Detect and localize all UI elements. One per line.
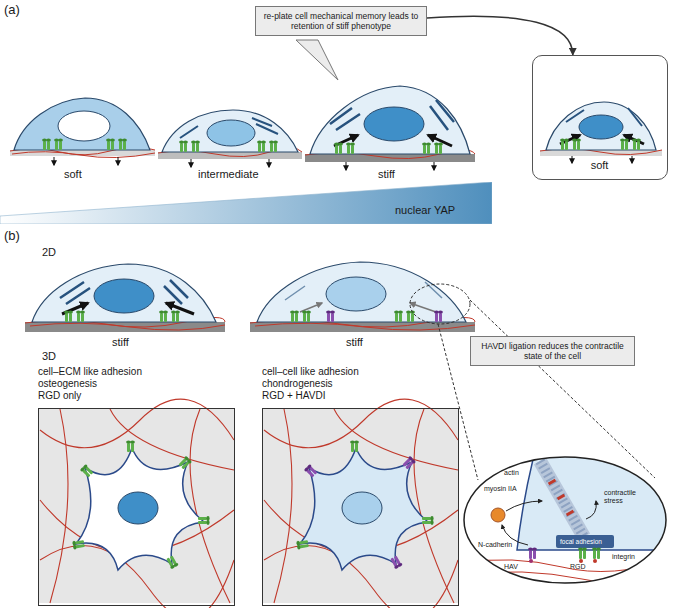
stiff-cell bbox=[305, 86, 475, 170]
inset-outline bbox=[462, 455, 668, 585]
node-text: actin bbox=[504, 469, 519, 477]
node-text: RGD only bbox=[38, 390, 238, 402]
replated-cell bbox=[540, 102, 662, 163]
node-text: contractile stress bbox=[604, 489, 648, 505]
node-text: focal adhesion bbox=[560, 538, 602, 546]
replate-box: soft bbox=[532, 55, 668, 180]
panel-label: (a) bbox=[4, 2, 20, 17]
soft-cell bbox=[10, 98, 155, 165]
panel-frame bbox=[38, 408, 235, 606]
callout-box: HAVDI ligation reduces the contractile s… bbox=[470, 336, 635, 366]
callout-box: re-plate cell mechanical memory leads to… bbox=[255, 6, 427, 36]
adhesion-inset bbox=[462, 455, 672, 584]
callout-tail bbox=[296, 40, 338, 80]
node-text: cell–cell like adhesion bbox=[262, 366, 462, 378]
matrix-3d-havdi bbox=[263, 399, 458, 608]
panel-label: stiff bbox=[112, 336, 129, 348]
panel-label: stiff bbox=[346, 336, 363, 348]
inset-ellipse: actin myosin IIA contractile stressN-cadhe… bbox=[462, 455, 668, 585]
matrix-panel: cell–cell like adhesionchondrogenesisRGD… bbox=[262, 366, 462, 606]
panel-label: intermediate bbox=[198, 168, 259, 180]
node-text: osteogenesis bbox=[38, 378, 238, 390]
node-text: RGD + HAVDI bbox=[262, 390, 462, 402]
node-text: N-cadherin bbox=[478, 541, 512, 549]
node-text: nuclear YAP bbox=[395, 204, 455, 216]
node-text: soft bbox=[533, 159, 666, 171]
intermediate-cell bbox=[158, 110, 302, 167]
gradient-wedge bbox=[0, 182, 492, 224]
node-text: integrin bbox=[612, 553, 635, 561]
curved-arrow bbox=[427, 16, 573, 55]
node-text: RGD bbox=[570, 563, 586, 571]
node-text: re-plate cell mechanical memory leads to… bbox=[262, 11, 420, 31]
matrix-panel: cell–ECM like adhesionosteogenesisRGD on… bbox=[38, 366, 238, 606]
panel-label: 2D bbox=[42, 246, 56, 258]
gradient-band: nuclear YAP bbox=[0, 182, 492, 224]
node-text: cell–ECM like adhesion bbox=[38, 366, 238, 378]
node-text: chondrogenesis bbox=[262, 378, 462, 390]
matrix-3d-rgd bbox=[39, 399, 234, 608]
panel-label: (b) bbox=[4, 228, 20, 243]
node-text: HAV bbox=[504, 563, 518, 571]
panel-frame bbox=[262, 408, 459, 606]
cell-2d-rgd bbox=[25, 264, 225, 332]
panel-label: soft bbox=[64, 168, 82, 180]
node-text: myosin IIA bbox=[484, 485, 517, 493]
panel-label: 3D bbox=[42, 350, 56, 362]
panel-label: stiff bbox=[378, 168, 395, 180]
node-text: HAVDI ligation reduces the contractile s… bbox=[477, 341, 628, 361]
